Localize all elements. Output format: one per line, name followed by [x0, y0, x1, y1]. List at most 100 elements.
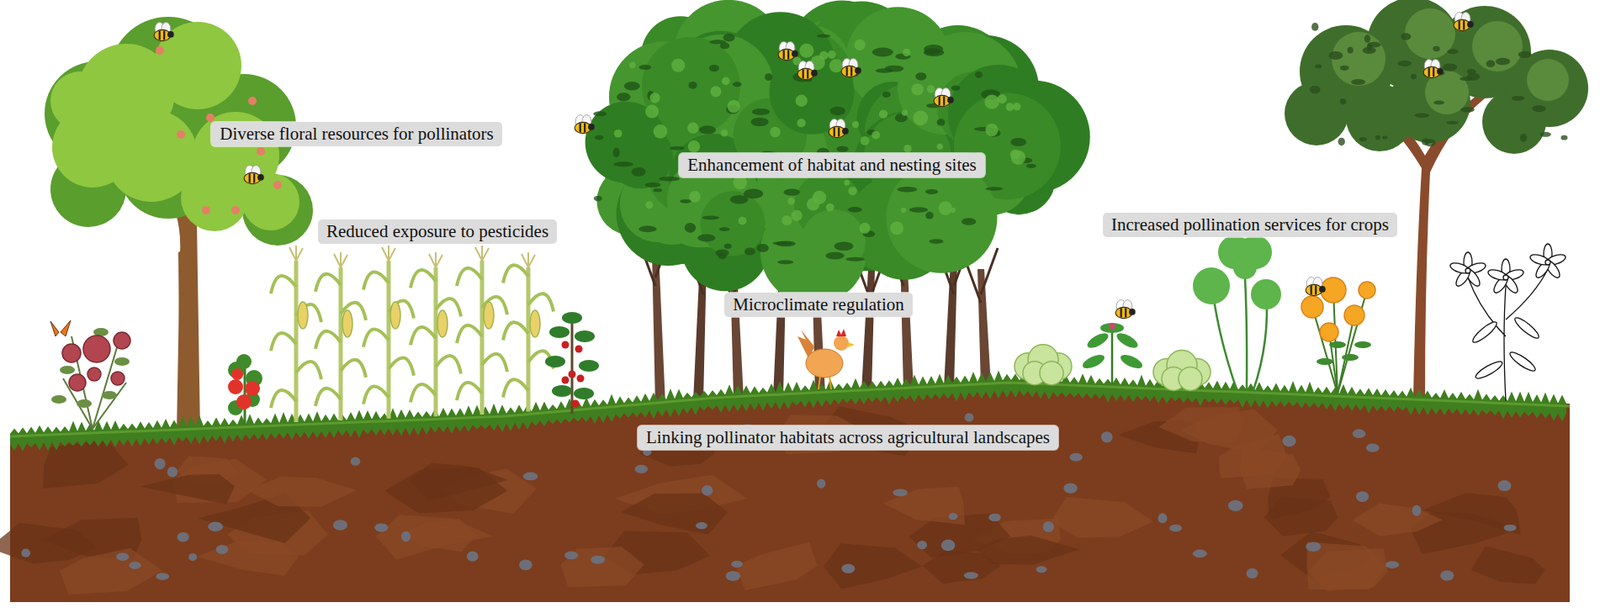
bee-stripe [846, 67, 848, 77]
leaf [1114, 330, 1140, 351]
label-box: Linking pollinator habitats across agric… [637, 425, 1059, 451]
stone [695, 522, 708, 530]
bee [797, 61, 818, 80]
stone [964, 413, 975, 422]
leaf-shadow [1486, 59, 1496, 68]
stone [1101, 431, 1113, 443]
corn-leaf [315, 331, 341, 350]
lily-center [1503, 275, 1509, 281]
bee-stripe [806, 69, 809, 80]
soil-patch [246, 476, 357, 508]
leaf-light [879, 110, 888, 119]
forest-canopy [585, 0, 1091, 305]
blossom [248, 96, 257, 106]
chicken-beak [847, 342, 855, 348]
corn-leaf [340, 360, 366, 378]
stone [701, 485, 713, 497]
leaf-shadow [1467, 72, 1480, 80]
coffee-berry [572, 400, 580, 408]
leaf-shadow [743, 189, 763, 200]
soil-patch [59, 548, 163, 595]
leaf-light [721, 77, 731, 86]
leaf-shadow [1375, 135, 1381, 140]
leaf-light [1012, 102, 1021, 111]
leaf-light [796, 118, 806, 128]
soil [0, 370, 1570, 603]
stone [1192, 550, 1208, 559]
leaf-light [795, 95, 808, 107]
blossom [176, 130, 186, 139]
leaf-shadow [645, 182, 662, 188]
rose-leaf [51, 395, 67, 404]
corn-cob [297, 301, 308, 329]
stone [128, 561, 141, 570]
leaf-shadow [1347, 47, 1354, 54]
bee-head [947, 96, 954, 104]
leaf [1316, 358, 1334, 366]
stone [155, 572, 170, 581]
stem [1467, 269, 1548, 402]
bee-stripe [253, 174, 255, 184]
leaf-light [688, 140, 700, 153]
leaf-shadow [896, 186, 917, 192]
stone [1385, 561, 1399, 569]
corn-leaf [388, 357, 414, 376]
stone [401, 531, 411, 543]
stone [374, 523, 388, 532]
blossom [201, 206, 211, 215]
leaf-shadow [701, 216, 720, 221]
leaf-shadow [722, 33, 735, 42]
label-text: Diverse floral resources for pollinators [219, 123, 493, 145]
leaf-light [903, 144, 912, 153]
canopy-light [1472, 21, 1523, 72]
leaf-light [649, 92, 660, 103]
leaf-shadow [624, 81, 641, 91]
leaf-light [937, 143, 944, 150]
bee [1453, 12, 1474, 32]
leaf-shadow [830, 106, 846, 117]
chicken-body [805, 349, 843, 378]
bee-head [257, 174, 265, 181]
rose [111, 371, 125, 386]
coffee-berry [575, 345, 583, 354]
leaf-shadow [961, 217, 976, 226]
leaf-shadow [1511, 95, 1525, 101]
soil-patch [1180, 408, 1277, 455]
leaf-shadow [1540, 132, 1552, 138]
bee-head [1467, 21, 1474, 28]
soil-patch [1471, 545, 1546, 584]
leaf-shadow [724, 243, 732, 250]
label-box: Increased pollination services for crops [1102, 212, 1398, 238]
coffee-leaf [578, 360, 599, 372]
bee [1115, 300, 1136, 319]
label-box: Microclimate regulation [724, 292, 913, 318]
bee-stripe [249, 174, 251, 184]
corn-leaf [503, 379, 529, 398]
corn-leaf [363, 328, 389, 347]
leaf [1329, 341, 1346, 349]
leaf-shadow [709, 64, 720, 72]
leaf-shadow [1362, 47, 1377, 54]
stone [1497, 480, 1511, 492]
leaf-shadow [1421, 138, 1430, 146]
leaf-shadow [825, 252, 844, 260]
leaf-light [645, 201, 653, 209]
leaf-light [984, 94, 999, 109]
soil-patch [1050, 497, 1154, 539]
bee-stripe [1428, 68, 1431, 78]
rose [113, 332, 131, 350]
lily-petal [1545, 252, 1568, 267]
corn-leaf [528, 293, 554, 312]
coffee-berry [568, 370, 577, 379]
corn-tassel [475, 245, 489, 261]
soil-patch [139, 474, 235, 505]
leaf-light [911, 83, 923, 96]
leaf-light [781, 215, 792, 226]
leaf-shadow [1026, 164, 1037, 169]
bee-stripe [163, 31, 165, 41]
leaf-shadow [1350, 79, 1366, 85]
leaf-cluster [699, 190, 765, 256]
marigold-flower [1319, 323, 1339, 342]
chicken [797, 328, 855, 390]
bee-head [810, 69, 818, 77]
